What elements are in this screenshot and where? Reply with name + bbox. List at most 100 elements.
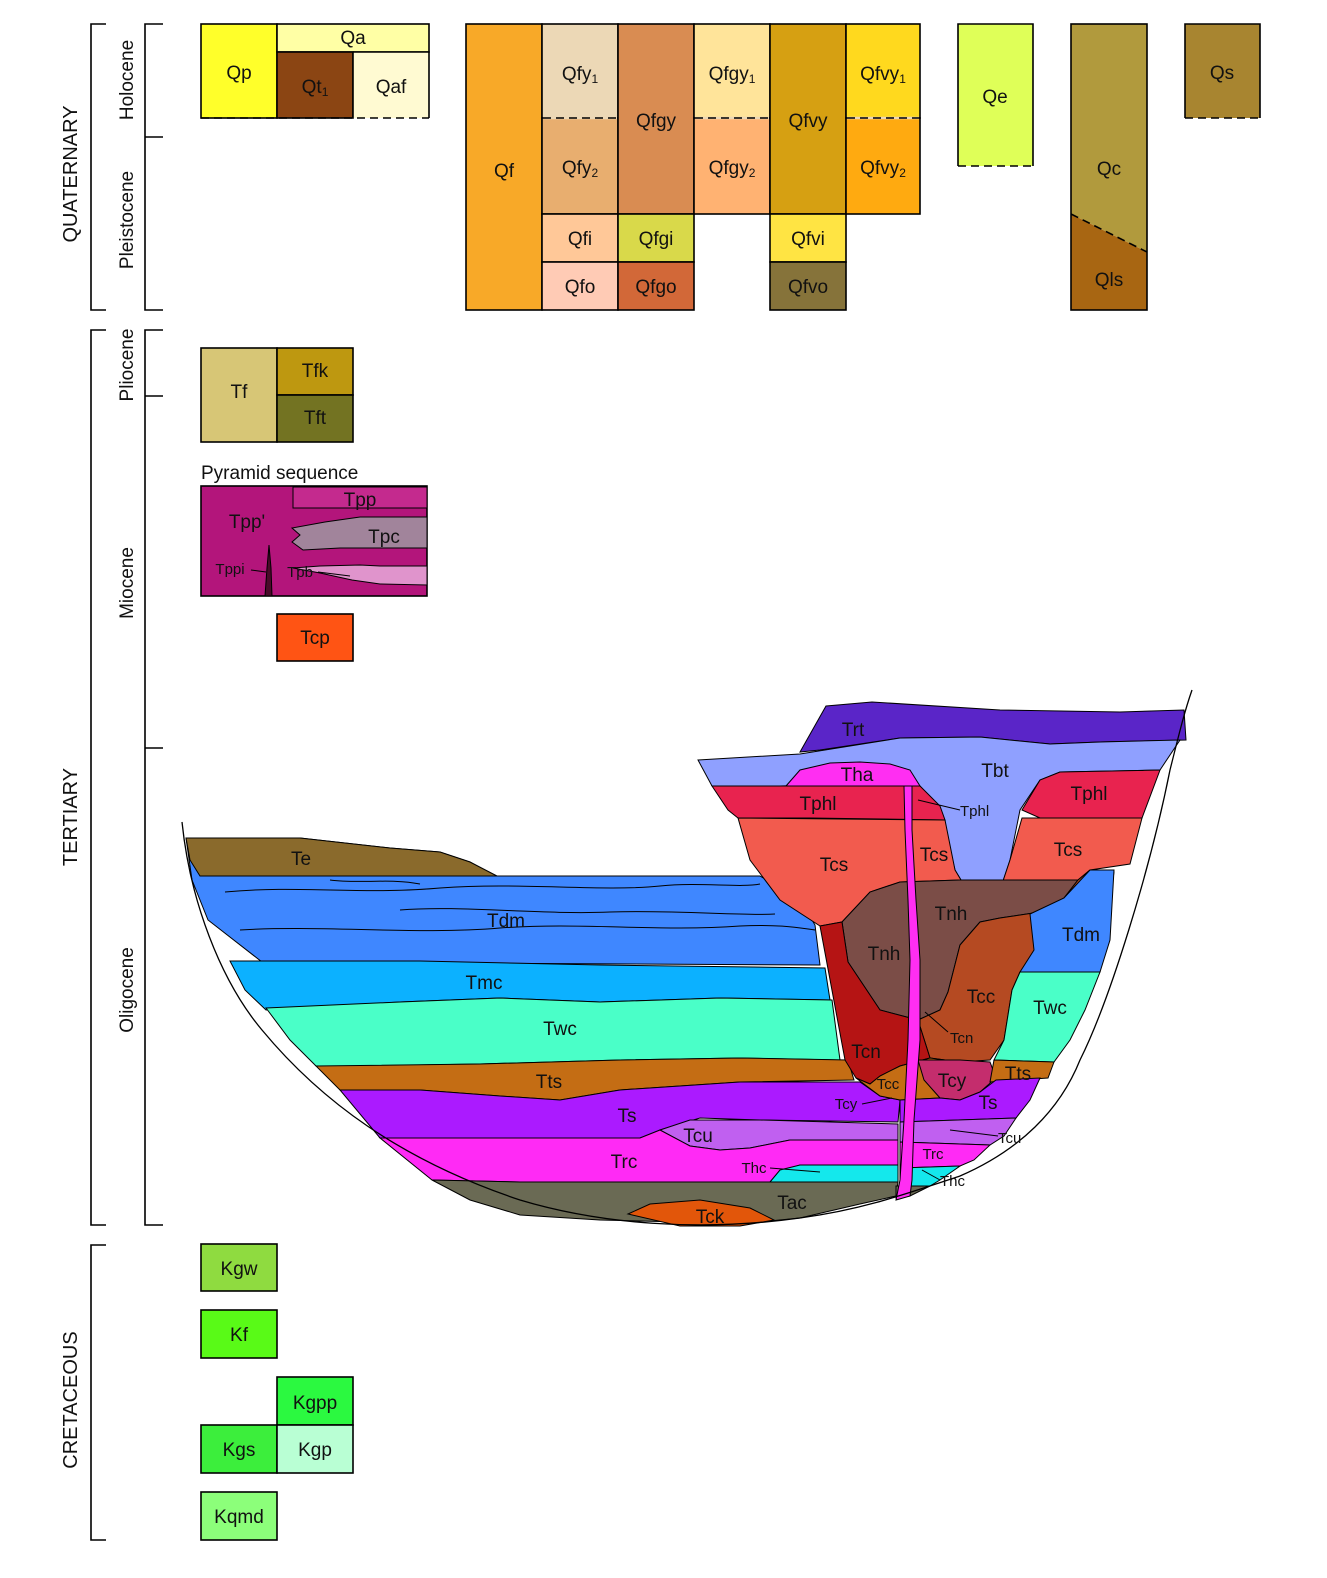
label-tnh-upper: Tnh [935, 904, 968, 925]
quaternary-units [200, 23, 1261, 311]
label-tcy: Tcy [938, 1071, 967, 1092]
label-trc-left: Trc [611, 1152, 638, 1173]
thc-callout-line-left [769, 1167, 821, 1173]
unit-box-kgp [276, 1424, 354, 1474]
label-kgs: Kgs [223, 1440, 256, 1461]
label-qfgy1: Qfgy1 [709, 64, 756, 86]
unit-box-qfo [541, 261, 619, 311]
label-qfvy2: Qfvy2 [860, 158, 906, 180]
thc-callout-line-right [921, 1169, 941, 1181]
layer-tck [626, 1199, 776, 1227]
label-tpp-prime: Tpp' [229, 512, 265, 533]
label-qc: Qc [1097, 159, 1121, 180]
time-scale [90, 23, 163, 1541]
label-ts-left: Ts [618, 1106, 637, 1127]
layer-te [185, 837, 498, 877]
label-qfo: Qfo [565, 277, 596, 298]
label-tphl-right: Tphl [1071, 784, 1108, 805]
pyramid-title: Pyramid sequence [201, 463, 358, 484]
unit-box-tf [200, 347, 278, 443]
label-qfi: Qfi [568, 229, 592, 250]
label-tdm-right: Tdm [1062, 925, 1100, 946]
label-tcc-small: Tcc [877, 1076, 900, 1093]
tertiary-bracket [90, 329, 106, 1226]
qs-border [1184, 23, 1261, 118]
label-kqmd: Kqmd [214, 1507, 264, 1528]
layer-trc-right [899, 1141, 992, 1169]
tertiary-units [200, 347, 428, 662]
label-qp: Qp [226, 63, 251, 84]
unit-box-qc [1071, 24, 1147, 252]
unit-box-tft [276, 394, 354, 443]
cross-section-labels: Trt Tbt Tha Tphl Tphl Tphl Te Tcs Tcs Tc… [291, 720, 1108, 1228]
label-kgpp: Kgpp [293, 1393, 337, 1414]
label-tcp: Tcp [300, 628, 330, 649]
label-te: Te [291, 849, 311, 870]
unit-box-qfgo [617, 261, 695, 311]
quaternary-bracket [90, 23, 106, 311]
unit-box-qs [1185, 24, 1260, 118]
label-tcn-left: Tcn [851, 1042, 881, 1063]
unit-box-qfy1 [541, 23, 619, 119]
tphl-callout-line [917, 799, 961, 811]
label-tcn-callout: Tcn [950, 1030, 973, 1047]
epoch-miocene: Miocene [117, 547, 138, 619]
tppi-callout-line [250, 569, 267, 573]
unit-box-qaf [353, 52, 429, 118]
label-qls: Qls [1095, 270, 1124, 291]
tdm-bedding-lines [224, 879, 816, 932]
label-twc-right: Twc [1033, 998, 1067, 1019]
label-tphl-callout: Tphl [960, 803, 989, 820]
label-qfvy1: Qfvy1 [860, 64, 906, 86]
unit-box-qfvy2 [845, 117, 921, 215]
cretaceous-units [200, 1243, 354, 1541]
label-qs: Qs [1210, 63, 1234, 84]
layer-tdm-right [1019, 869, 1115, 973]
unit-box-tcp [276, 613, 354, 662]
label-tcs-right: Tcs [1054, 840, 1083, 861]
unit-box-tppi [264, 544, 273, 597]
unit-box-tpc [290, 516, 428, 551]
unit-box-qe [958, 24, 1033, 166]
label-thc-left: Thc [741, 1160, 767, 1177]
label-qf: Qf [494, 161, 515, 182]
label-kf: Kf [230, 1325, 249, 1346]
unit-box-qfvy1 [845, 23, 921, 119]
epoch-oligocene: Oligocene [117, 947, 138, 1033]
label-tcu-left: Tcu [683, 1126, 713, 1147]
unit-box-qfgi [617, 213, 695, 263]
tertiary-epoch-bracket [144, 329, 163, 1226]
unit-box-qfgy [617, 23, 695, 215]
label-kgw: Kgw [221, 1259, 258, 1280]
unit-box-qfvy [769, 23, 847, 215]
unit-box-qfvo [769, 261, 847, 311]
epoch-pliocene: Pliocene [117, 329, 138, 402]
time-scale-labels: QUATERNARY TERTIARY CRETACEOUS Holocene … [60, 40, 138, 1469]
label-qfgy: Qfgy [636, 111, 677, 132]
label-qfgy2: Qfgy2 [709, 158, 756, 180]
label-tac: Tac [777, 1193, 807, 1214]
label-qfvi: Qfvi [791, 229, 825, 250]
tpb-callout-line [317, 571, 351, 577]
label-tppi: Tppi [215, 561, 244, 578]
label-tpb: Tpb [287, 564, 313, 581]
tcy-callout-line [861, 1097, 893, 1105]
label-tphl: Tphl [800, 794, 837, 815]
qc-qls-border [1070, 23, 1148, 311]
period-tertiary: TERTIARY [60, 768, 82, 866]
label-tft: Tft [304, 408, 327, 429]
label-tf: Tf [231, 382, 249, 403]
tertiary-box-labels: Tf Tfk Tft Pyramid sequence Tpp' Tpp Tpc… [201, 361, 400, 649]
label-tbt: Tbt [981, 761, 1009, 782]
unit-box-qfvi [769, 213, 847, 263]
unit-box-tfk [276, 347, 354, 396]
unit-box-kqmd [200, 1491, 278, 1541]
label-tfk: Tfk [302, 361, 329, 382]
label-qfvy: Qfvy [788, 111, 828, 132]
label-tts-left: Tts [536, 1072, 562, 1093]
cross-section [181, 689, 1193, 1227]
label-tmc: Tmc [466, 973, 503, 994]
label-tpp: Tpp [344, 490, 377, 511]
unit-box-kf [200, 1309, 278, 1359]
